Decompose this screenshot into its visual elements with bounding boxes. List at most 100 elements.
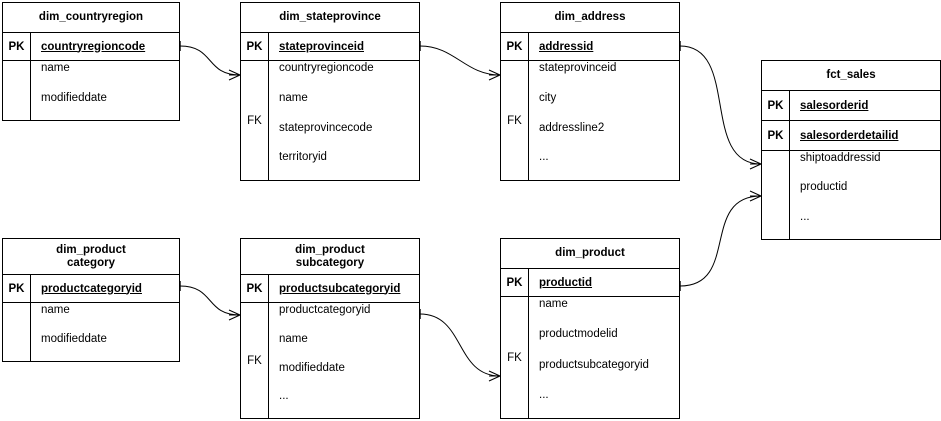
relationship-productcategory-to-subcategory[interactable]	[179, 281, 241, 321]
attribute-name: stateprovinceid	[279, 40, 364, 53]
entity-title: dim_countryregion	[3, 3, 179, 33]
entity-key-row[interactable]: PK addressid	[501, 33, 679, 61]
entity-title: dim_product	[501, 239, 679, 269]
key-label: PK	[762, 121, 790, 150]
attribute-name: name	[279, 332, 308, 345]
key-label: PK	[241, 275, 269, 302]
attribute-name: name	[41, 304, 70, 316]
body-key-label: FK	[501, 61, 529, 180]
attribute-name: addressid	[539, 40, 594, 53]
key-label: PK	[501, 33, 529, 60]
relationship-line	[679, 45, 762, 165]
entity-attribute-block: shiptoaddressid productid...	[762, 151, 940, 239]
body-key-label: FK	[241, 61, 269, 180]
entity-title-line: dim_product	[295, 243, 365, 256]
cardinality-many-marker	[488, 69, 501, 81]
attribute-list: shiptoaddressid productid...	[790, 151, 940, 239]
attribute-name: salesorderdetailid	[800, 129, 899, 142]
attribute-name: name	[41, 62, 70, 74]
attribute-name: salesorderid	[800, 99, 869, 112]
attribute-name: modifieddate	[41, 333, 107, 345]
entity-title-line: dim_product	[555, 247, 625, 259]
cardinality-many-marker	[228, 69, 241, 81]
body-key-label	[3, 61, 31, 120]
body-key-label	[3, 303, 31, 361]
entity-key-row[interactable]: PK countryregioncode	[3, 33, 179, 61]
relationship-stateprovince-to-address[interactable]	[419, 41, 501, 81]
entity-title-line: dim_product	[56, 243, 126, 256]
attribute-name: name	[539, 298, 568, 310]
attribute-name: modifieddate	[41, 91, 107, 104]
body-key-label: FK	[241, 303, 269, 418]
attribute-list: name modifieddate	[31, 303, 179, 361]
entity-key-row[interactable]: PK stateprovinceid	[241, 33, 419, 61]
entity-title-line: dim_address	[554, 11, 626, 23]
relationship-line	[419, 313, 501, 377]
attribute-name: ...	[539, 388, 549, 401]
entity-key-row[interactable]: PK productcategoryid	[3, 275, 179, 303]
attribute-name: city	[539, 91, 557, 104]
entity-title-line: fct_sales	[826, 69, 876, 81]
attribute-name: countryregioncode	[279, 62, 374, 74]
cardinality-many-marker	[228, 309, 241, 321]
entity-title-line: dim_countryregion	[38, 11, 144, 23]
entity-title: dim_stateprovince	[241, 3, 419, 33]
attribute-name: productcategoryid	[41, 282, 142, 295]
attribute-name: ...	[279, 390, 289, 403]
entity-title-line: dim_stateprovince	[279, 11, 381, 23]
attribute-name: territoryid	[279, 151, 327, 164]
entity-attribute-block: FK countryregioncode name stateprovincecode…	[241, 61, 419, 180]
entity-title: dim_address	[501, 3, 679, 33]
relationship-address-to-fctsales[interactable]	[679, 41, 762, 170]
relationship-product-to-fctsales[interactable]	[679, 190, 762, 291]
key-label: PK	[3, 275, 31, 302]
attribute-name: productsubcategoryid	[279, 282, 401, 295]
attribute-name: ...	[539, 151, 549, 164]
relationship-countryregion-to-stateprovince[interactable]	[179, 41, 241, 81]
body-key-label	[762, 151, 790, 239]
key-label: PK	[241, 33, 269, 60]
key-label: PK	[3, 33, 31, 60]
attribute-name: ...	[800, 210, 810, 223]
attribute-name: stateprovincecode	[279, 121, 373, 134]
attribute-name: stateprovinceid	[539, 62, 617, 74]
body-key-label: FK	[501, 297, 529, 418]
entity-key-row[interactable]: PK productsubcategoryid	[241, 275, 419, 303]
attribute-name: shiptoaddressid	[800, 152, 881, 164]
cardinality-many-marker	[749, 158, 762, 170]
entity-key-row[interactable]: PK salesorderid	[762, 91, 940, 121]
cardinality-many-marker	[488, 370, 501, 382]
entity-attribute-block: FK name productmodelid productsubcategoryid…	[501, 297, 679, 418]
relationship-subcategory-to-product[interactable]	[419, 309, 501, 382]
entity-title-line: subcategory	[295, 256, 365, 269]
relationship-line	[419, 45, 501, 76]
entity-key-row[interactable]: PK salesorderdetailid	[762, 121, 940, 151]
entity-title: fct_sales	[762, 61, 940, 91]
attribute-name: name	[279, 91, 308, 104]
attribute-name: productsubcategoryid	[539, 358, 649, 371]
cardinality-many-marker	[749, 190, 762, 202]
entity-attribute-block: name modifieddate	[3, 303, 179, 361]
key-label: PK	[762, 91, 790, 120]
relationship-line	[679, 195, 762, 287]
attribute-name: productmodelid	[539, 328, 618, 341]
attribute-list: countryregioncode name stateprovincecode te…	[269, 61, 419, 180]
attribute-list: name modifieddate	[31, 61, 179, 120]
attribute-name: productid	[800, 181, 848, 194]
attribute-name: countryregioncode	[41, 40, 146, 53]
attribute-name: productid	[539, 276, 593, 289]
